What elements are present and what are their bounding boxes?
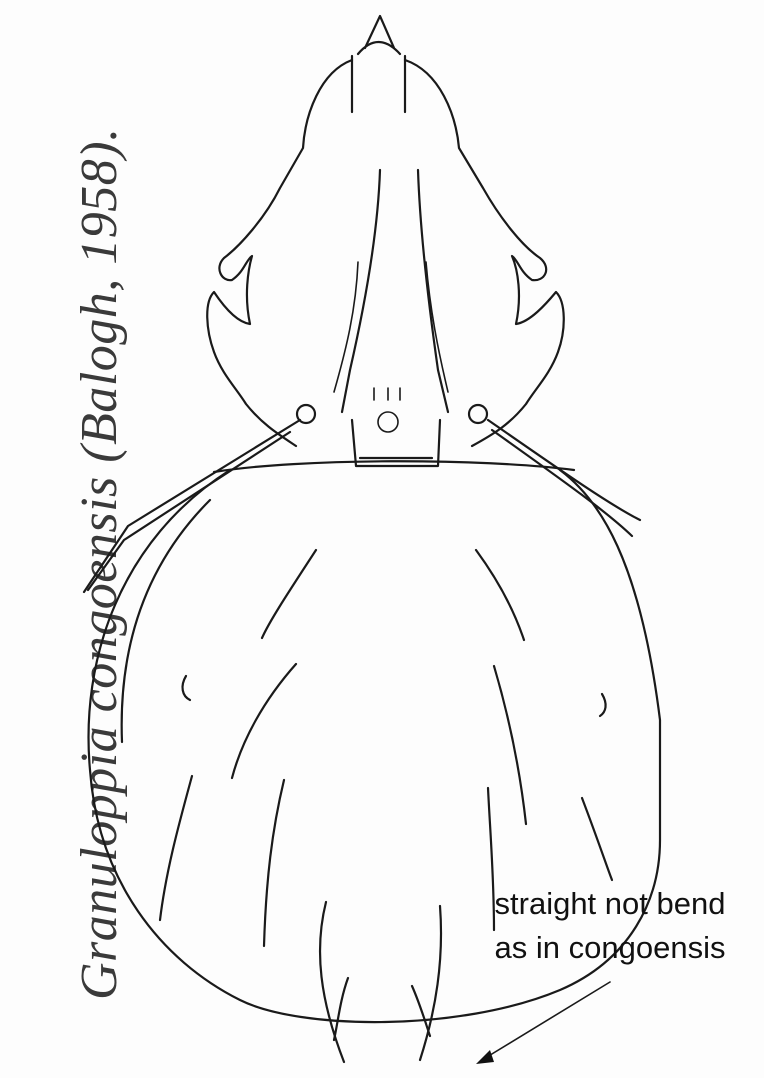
seta-l5 (318, 900, 346, 1064)
seta-r5 (418, 904, 443, 1062)
mark-left (181, 674, 192, 702)
seta-r1 (474, 548, 526, 642)
seta-l1 (260, 548, 318, 640)
seta-l6 (332, 976, 350, 1042)
lamella-left-inner (333, 261, 359, 393)
bothridium-left (295, 403, 317, 425)
seta-r3 (486, 786, 496, 932)
annotation-arrow-line (481, 981, 611, 1061)
lamella-left (340, 168, 382, 414)
annotation-line-1: straight not bend (494, 886, 726, 921)
seta-r2 (492, 664, 528, 826)
seta-r6 (410, 984, 432, 1038)
prodorsum-outline (206, 58, 354, 448)
central-plate (350, 418, 442, 468)
bothridium-right (467, 403, 489, 425)
notogaster-outline (87, 468, 662, 1024)
annotation-note: straight not bend as in congoensis (462, 882, 758, 970)
sensillus-left-b (86, 430, 292, 592)
rostrum-stalk (350, 54, 407, 114)
annotation-line-2: as in congoensis (494, 930, 726, 965)
lamella-right-inner (425, 261, 449, 393)
sensillus-left-a (82, 418, 302, 594)
seta-l3 (158, 774, 194, 922)
sensillus-right (486, 418, 642, 538)
seta-l2 (230, 662, 298, 780)
seta-l4 (262, 778, 286, 948)
rostrum-tip (356, 14, 402, 56)
notogaster-inner-left (120, 498, 212, 744)
seta-r4 (580, 796, 614, 882)
dorsosejugal-suture (212, 460, 576, 474)
prodorsum-outline-right (403, 58, 565, 448)
lamella-right (416, 168, 450, 414)
glyph-marks (373, 387, 401, 401)
mark-right (598, 692, 607, 718)
annotation-arrowhead (476, 1050, 494, 1064)
glyph-cluster (377, 411, 399, 433)
